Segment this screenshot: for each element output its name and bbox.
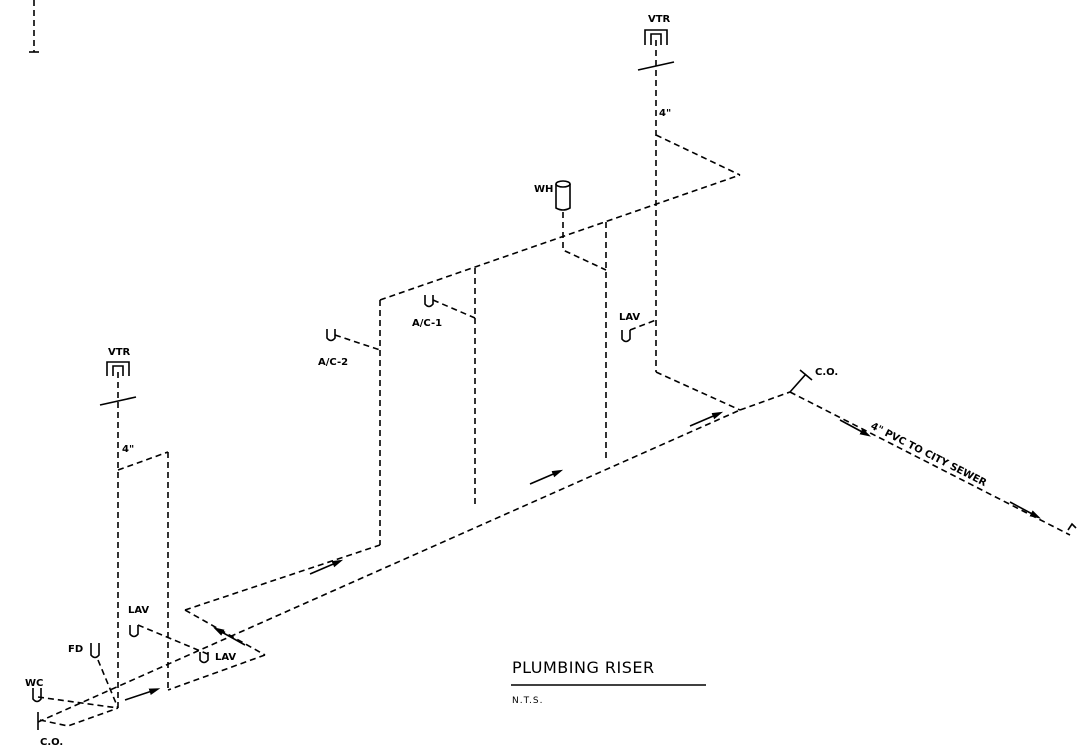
lower-branch [167, 544, 381, 691]
lav-left-upper-label: LAV [128, 605, 149, 616]
flow-arrow [213, 627, 246, 646]
flow-arrow [124, 688, 161, 701]
co-right-label: C.O. [815, 367, 838, 378]
flow-arrow [689, 411, 724, 427]
vtr-left-label: VTR [108, 347, 131, 358]
sewer-label: 4" PVC TO CITY SEWER [869, 421, 989, 489]
flow-arrow [1009, 501, 1041, 519]
flow-arrow [839, 419, 871, 437]
title-block: PLUMBING RISER N.T.S. [511, 658, 706, 706]
scale-note: N.T.S. [512, 696, 543, 706]
size-left-label: 4" [122, 444, 134, 455]
fd-label: FD [68, 644, 83, 655]
size-right-label: 4" [659, 108, 671, 119]
co-left-label: C.O. [40, 737, 63, 748]
left-stack: VTR 4" [99, 347, 169, 708]
lower-left-fixtures: FD WC C.O. LAV LAV [25, 605, 236, 748]
flow-arrow [309, 559, 344, 575]
ac1-label: A/C-1 [412, 318, 442, 329]
lav-right-label: LAV [619, 312, 640, 323]
vtr-right-label: VTR [648, 14, 671, 25]
drawing-title: PLUMBING RISER [512, 658, 655, 677]
lav-left-lower-label: LAV [215, 652, 236, 663]
flow-arrow [529, 469, 564, 485]
wc-label: WC [25, 678, 43, 689]
ac2-label: A/C-2 [318, 357, 348, 368]
main-sewer-line [37, 391, 1077, 723]
middle-risers: A/C-1 A/C-2 WH [318, 174, 741, 545]
wh-label: WH [534, 184, 553, 195]
edge-fixture-fragment [29, 0, 39, 53]
right-stack: VTR 4" LAV C.O. 4" PVC TO CITY SEWER [619, 14, 988, 489]
